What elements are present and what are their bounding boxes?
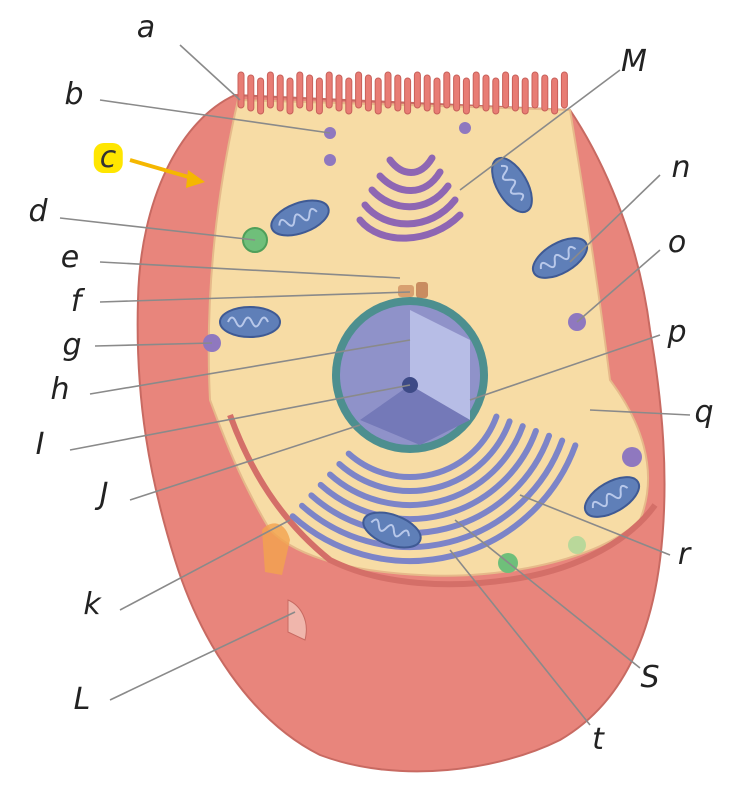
leader-line [519, 494, 671, 556]
microvillus [423, 74, 431, 112]
microvillus [551, 77, 559, 115]
label-h: h [50, 372, 70, 407]
label-f: f [70, 284, 82, 319]
label-n: n [671, 150, 691, 185]
endoplasmic-reticulum [289, 413, 579, 564]
microvillus [237, 71, 245, 109]
leader-lines [59, 44, 691, 726]
label-d: d [28, 194, 48, 229]
microvillus [560, 71, 568, 109]
leader-line [99, 291, 411, 303]
label-p: p [667, 315, 687, 350]
er-cisterna [317, 427, 539, 522]
label-t: t [592, 722, 604, 757]
microvillus [472, 71, 480, 109]
label-S: S [640, 660, 660, 695]
microvillus [266, 71, 274, 109]
gap-junction [287, 599, 307, 641]
label-r: r [677, 537, 691, 572]
leader-line [99, 99, 331, 134]
microvillus [374, 77, 382, 115]
microvillus [492, 77, 500, 115]
arrow-c [129, 158, 205, 188]
microvillus [404, 77, 412, 115]
leader-line [459, 69, 621, 191]
microvillus [286, 77, 294, 115]
golgi-apparatus [356, 154, 464, 242]
mitochondrion [270, 199, 330, 237]
leader-line [94, 342, 213, 347]
microvillus [521, 77, 529, 115]
microvillus [433, 77, 441, 115]
microvillus [453, 74, 461, 112]
microvillus [306, 74, 314, 112]
cell-junction [262, 523, 290, 575]
er-cisterna [289, 442, 579, 564]
microvillus [502, 71, 510, 109]
label-o: o [667, 225, 687, 260]
microvillus [482, 74, 490, 112]
label-J: J [99, 477, 109, 512]
mitochondrion [583, 476, 641, 518]
nucleus [332, 297, 488, 453]
microvillus [345, 77, 353, 115]
leader-line [109, 611, 296, 701]
er-cisterna [336, 418, 513, 494]
mitochondrion [491, 156, 533, 214]
mitochondria [219, 156, 641, 549]
microvillus [394, 74, 402, 112]
mitochondrion [531, 237, 589, 279]
leader-line [69, 384, 411, 451]
leader-line [569, 174, 661, 263]
leader-line [576, 249, 661, 323]
microvillus [541, 74, 549, 112]
leader-line [99, 261, 401, 279]
leader-line [589, 409, 691, 416]
label-I: I [35, 427, 45, 462]
er-cisterna [327, 423, 526, 508]
mitochondrion [362, 511, 422, 549]
leader-line [469, 334, 661, 401]
label-M: M [621, 44, 647, 79]
leader-line [59, 217, 256, 241]
er-cisterna [345, 413, 500, 480]
microvillus [355, 71, 363, 109]
label-c: c [93, 143, 123, 173]
microvillus [531, 71, 539, 109]
leader-line [179, 44, 241, 101]
microvillus [296, 71, 304, 109]
microvillus [511, 74, 519, 112]
er-cisterna [308, 432, 553, 536]
label-a: a [136, 10, 156, 45]
microvillus [364, 74, 372, 112]
microvillus [413, 71, 421, 109]
leader-line [449, 549, 591, 726]
centrioles [398, 282, 428, 298]
microvillus [325, 71, 333, 109]
microvillus [257, 77, 265, 115]
microvilli [237, 71, 568, 115]
leader-line [454, 519, 641, 669]
label-b: b [64, 77, 84, 112]
leader-line [129, 424, 361, 501]
leader-line [119, 519, 291, 611]
membrane-lip [227, 413, 658, 588]
microvillus [315, 77, 323, 115]
leader-line [89, 339, 411, 395]
label-k: k [83, 587, 101, 622]
microvillus [247, 74, 255, 112]
label-L: L [73, 682, 91, 717]
label-q: q [694, 395, 714, 430]
er-cisterna [299, 437, 566, 550]
label-g: g [62, 328, 82, 363]
microvillus [443, 71, 451, 109]
label-e: e [60, 240, 80, 275]
microvillus [335, 74, 343, 112]
microvillus [462, 77, 470, 115]
mitochondrion [219, 306, 281, 338]
microvillus [384, 71, 392, 109]
microvillus [276, 74, 284, 112]
